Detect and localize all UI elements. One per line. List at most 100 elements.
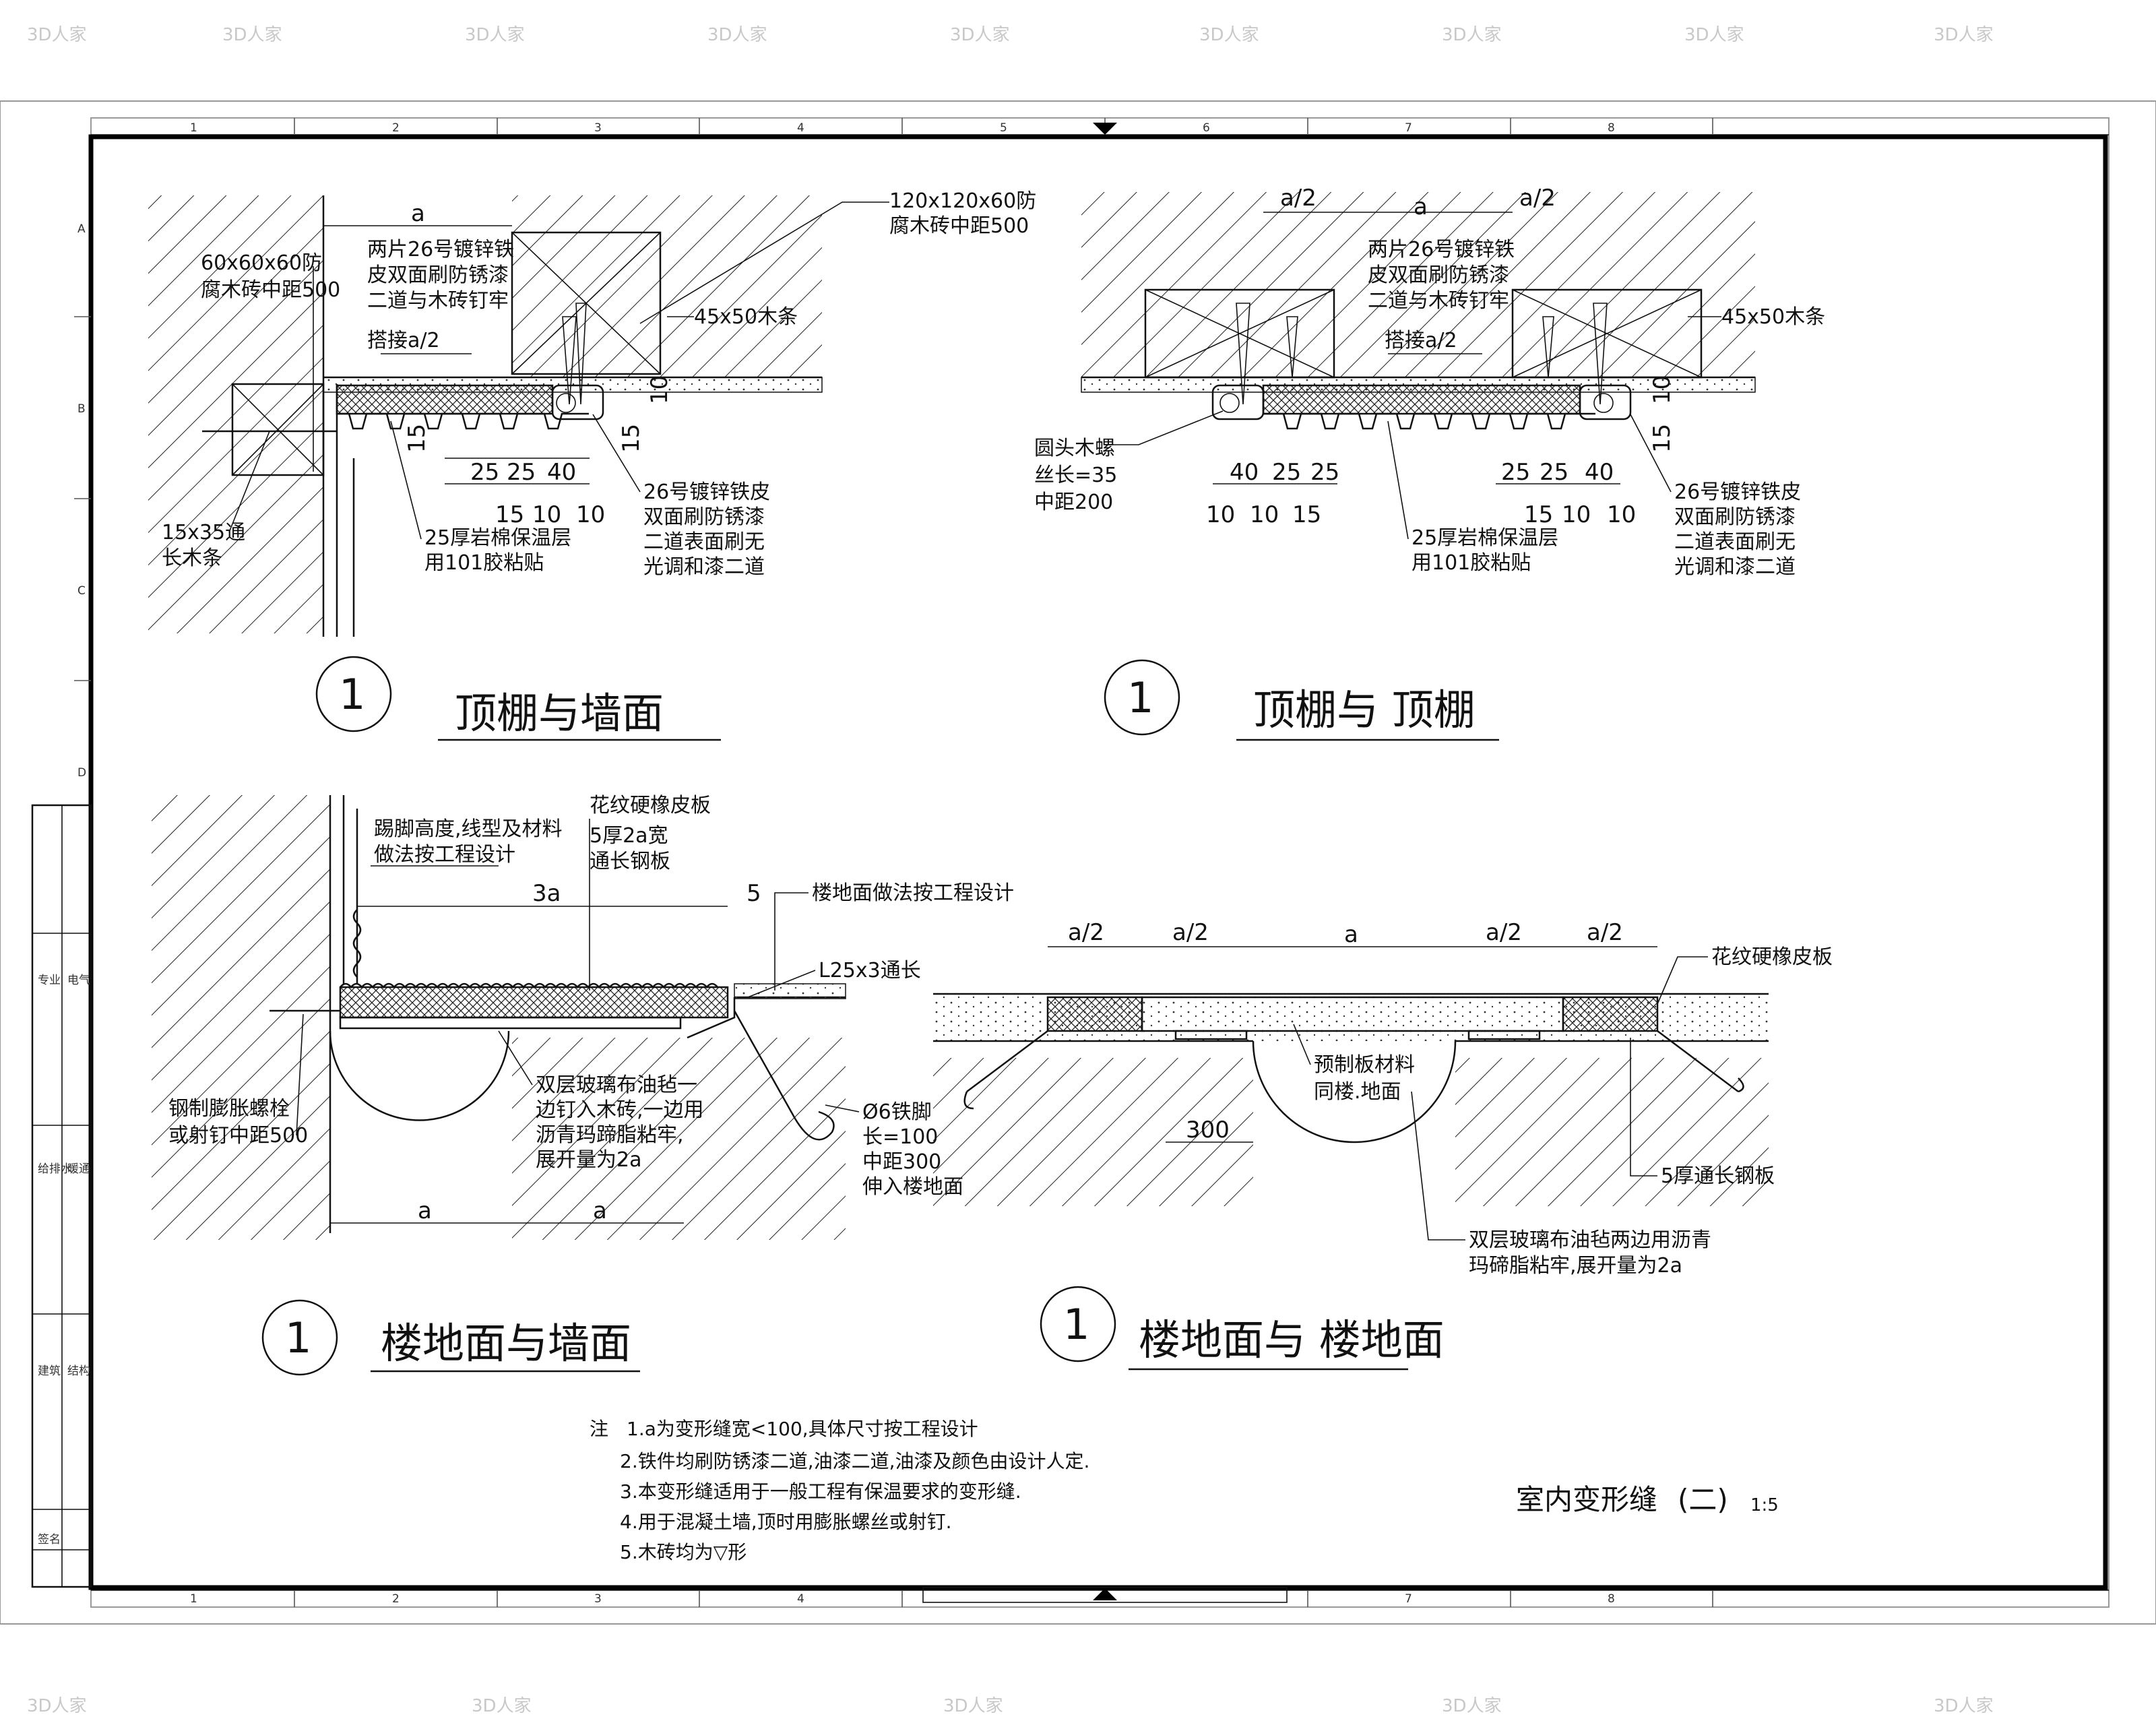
svg-text:3: 3	[594, 121, 602, 135]
svg-text:40: 40	[1585, 459, 1614, 486]
svg-text:26号镀锌铁皮: 26号镀锌铁皮	[1674, 480, 1801, 504]
svg-text:15: 15	[1649, 424, 1676, 453]
svg-text:a: a	[1414, 193, 1428, 220]
svg-text:用101胶粘贴: 用101胶粘贴	[424, 551, 544, 575]
svg-text:4: 4	[797, 121, 804, 135]
svg-text:光调和漆二道: 光调和漆二道	[643, 555, 765, 579]
svg-text:a: a	[1344, 921, 1358, 948]
svg-text:1: 1	[190, 121, 197, 135]
svg-text:2: 2	[392, 1592, 400, 1606]
svg-text:Ø6铁脚: Ø6铁脚	[862, 1100, 932, 1124]
svg-text:10: 10	[1607, 501, 1636, 528]
svg-text:10: 10	[576, 501, 605, 528]
detail-floor-wall: 3a 5 a a 踢脚高度,线型及材料 做法按工程设计 花纹硬橡皮板 5厚2a宽…	[152, 794, 1014, 1376]
svg-text:双层玻璃布油毡一: 双层玻璃布油毡一	[536, 1073, 697, 1097]
svg-text:15: 15	[404, 424, 431, 453]
svg-text:楼地面与 楼地面: 楼地面与 楼地面	[1139, 1315, 1445, 1365]
svg-text:结构: 结构	[67, 1365, 90, 1378]
svg-text:专业: 专业	[38, 974, 61, 987]
outer-frame	[0, 100, 2156, 1625]
svg-text:5.木砖均为▽形: 5.木砖均为▽形	[620, 1541, 747, 1563]
svg-text:同楼.地面: 同楼.地面	[1314, 1080, 1401, 1104]
svg-text:45x50木条: 45x50木条	[694, 305, 798, 329]
svg-text:120x120x60防: 120x120x60防	[889, 189, 1036, 213]
svg-text:玛碲脂粘牢,展开量为2a: 玛碲脂粘牢,展开量为2a	[1469, 1254, 1682, 1278]
svg-text:(二): (二)	[1678, 1483, 1728, 1516]
svg-text:用101胶粘贴: 用101胶粘贴	[1412, 551, 1531, 575]
svg-text:展开量为2a: 展开量为2a	[536, 1148, 641, 1172]
svg-text:室内变形缝: 室内变形缝	[1516, 1483, 1657, 1516]
svg-text:沥青玛蹄脂粘牢,: 沥青玛蹄脂粘牢,	[536, 1123, 684, 1147]
svg-text:3D人家: 3D人家	[1199, 25, 1259, 45]
svg-text:25厚岩棉保温层: 25厚岩棉保温层	[1412, 526, 1558, 550]
svg-text:预制板材料: 预制板材料	[1314, 1053, 1415, 1077]
svg-text:双面刷防锈漆: 双面刷防锈漆	[1674, 505, 1796, 529]
svg-text:3D人家: 3D人家	[1934, 1696, 1994, 1716]
svg-text:或射钉中距500: 或射钉中距500	[168, 1124, 308, 1148]
svg-text:暖通: 暖通	[67, 1162, 90, 1176]
svg-text:3a: 3a	[532, 880, 561, 907]
svg-text:25: 25	[1501, 459, 1530, 486]
svg-text:3D人家: 3D人家	[465, 25, 525, 45]
svg-text:3: 3	[594, 1592, 602, 1606]
svg-text:15: 15	[495, 501, 524, 528]
svg-text:5: 5	[747, 880, 761, 907]
svg-text:腐木砖中距500: 腐木砖中距500	[201, 278, 340, 302]
svg-text:10: 10	[1562, 501, 1591, 528]
svg-text:1.a为变形缝宽<100,具体尺寸按工程设计: 1.a为变形缝宽<100,具体尺寸按工程设计	[627, 1418, 978, 1440]
svg-text:3D人家: 3D人家	[1442, 1696, 1502, 1716]
detail-floor-floor: a/2 a/2 a a/2 a/2 300 花纹硬橡皮板 预制板材料 同楼.地面…	[933, 919, 1833, 1371]
insulation-panel	[336, 384, 554, 415]
svg-text:电气: 电气	[67, 974, 90, 987]
svg-text:两片26号镀锌铁: 两片26号镀锌铁	[1368, 238, 1515, 261]
svg-text:2: 2	[392, 121, 400, 135]
svg-text:a: a	[418, 1197, 432, 1224]
svg-text:1:5: 1:5	[1750, 1495, 1779, 1515]
svg-text:3D人家: 3D人家	[27, 25, 87, 45]
ceiling-slab-hatch	[512, 195, 822, 377]
svg-text:建筑: 建筑	[38, 1365, 61, 1378]
svg-text:10: 10	[646, 375, 673, 404]
svg-text:60x60x60防: 60x60x60防	[201, 251, 322, 275]
svg-text:25: 25	[1310, 459, 1339, 486]
svg-text:搭接a/2: 搭接a/2	[1385, 329, 1457, 352]
svg-text:中距200: 中距200	[1034, 491, 1113, 514]
svg-text:长木条: 长木条	[162, 546, 222, 570]
svg-text:3.本变形缝适用于一般工程有保温要求的变形缝.: 3.本变形缝适用于一般工程有保温要求的变形缝.	[620, 1480, 1021, 1503]
svg-text:做法按工程设计: 做法按工程设计	[374, 843, 515, 867]
svg-text:注: 注	[590, 1418, 608, 1440]
svg-text:1: 1	[285, 1313, 311, 1362]
svg-text:二道与木砖钉牢: 二道与木砖钉牢	[367, 289, 509, 313]
detail-ceiling-wall: a 搭接a/2 25 25 40 15 10 10 15 10 15 60x60…	[148, 189, 1036, 741]
svg-text:顶棚与 顶棚: 顶棚与 顶棚	[1253, 685, 1476, 734]
svg-text:5厚2a宽: 5厚2a宽	[590, 824, 668, 848]
wall-hatch	[148, 195, 323, 633]
detail-marker-1	[315, 656, 392, 732]
svg-text:a/2: a/2	[1587, 919, 1623, 946]
svg-text:25: 25	[1272, 459, 1301, 486]
svg-text:二道与木砖钉牢: 二道与木砖钉牢	[1368, 289, 1509, 313]
svg-text:C: C	[77, 584, 86, 598]
detail-title: 顶棚与墙面	[455, 689, 664, 738]
svg-text:40: 40	[547, 459, 576, 486]
svg-text:1: 1	[1127, 673, 1153, 722]
svg-text:腐木砖中距500: 腐木砖中距500	[889, 214, 1029, 238]
detail-ceiling-ceiling: a/2 a a/2 搭接a/2 40 25 25 10 10 15 25 25 …	[1034, 185, 1825, 741]
svg-text:花纹硬橡皮板: 花纹硬橡皮板	[1711, 945, 1833, 969]
svg-text:丝长=35: 丝长=35	[1034, 464, 1117, 487]
svg-text:300: 300	[1186, 1117, 1230, 1143]
svg-text:二道表面刷无: 二道表面刷无	[1674, 530, 1796, 554]
svg-text:2.铁件均刷防锈漆二道,油漆二道,油漆及颜色由设计人定.: 2.铁件均刷防锈漆二道,油漆二道,油漆及颜色由设计人定.	[620, 1450, 1089, 1472]
drawing-title: 室内变形缝 (二) 1:5	[1516, 1483, 1779, 1516]
svg-text:a/2: a/2	[1280, 185, 1317, 212]
svg-text:签名: 签名	[38, 1533, 61, 1546]
svg-text:3D人家: 3D人家	[27, 1696, 87, 1716]
svg-text:A: A	[77, 222, 86, 236]
svg-text:a/2: a/2	[1068, 919, 1104, 946]
svg-text:3D人家: 3D人家	[472, 1696, 532, 1716]
svg-text:1: 1	[190, 1592, 197, 1606]
svg-text:a/2: a/2	[1172, 919, 1209, 946]
svg-text:皮双面刷防锈漆: 皮双面刷防锈漆	[1368, 263, 1509, 287]
svg-text:10: 10	[1206, 501, 1235, 528]
